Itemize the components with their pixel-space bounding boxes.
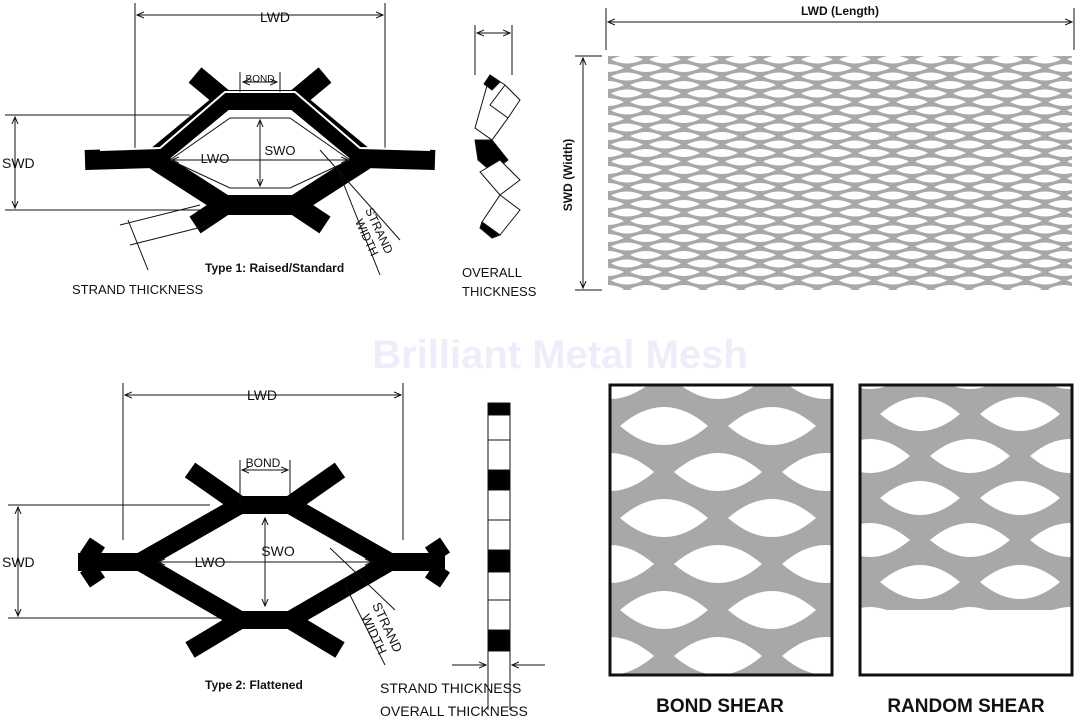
sheet-width-label: SWD (Width)	[561, 139, 575, 212]
random-shear-label: RANDOM SHEAR	[887, 696, 1045, 717]
type1-bond-label: BOND	[246, 74, 275, 85]
type1-diagram	[5, 3, 521, 276]
type1-swo-label: SWO	[264, 143, 295, 158]
type1-strand-thickness-label: STRAND THICKNESS	[72, 282, 204, 297]
type2-strand-thickness-label: STRAND THICKNESS	[380, 680, 521, 696]
bond-shear-panel	[608, 383, 834, 677]
type1-overall-label-2: THICKNESS	[462, 284, 537, 299]
sheet-length-label: LWD (Length)	[801, 4, 879, 18]
type1-overall-label: OVERALL	[462, 265, 522, 280]
expanded-mesh-sheet	[608, 56, 1072, 290]
bond-shear-label: BOND SHEAR	[656, 696, 784, 717]
type1-lwd-label: LWD	[260, 9, 290, 25]
type2-lwo-label: LWO	[195, 554, 226, 570]
type2-swd-label: SWD	[2, 554, 35, 570]
sheet-diagram	[575, 8, 1075, 291]
type2-swo-label: SWO	[261, 543, 295, 559]
watermark: Brilliant Metal Mesh	[372, 333, 748, 377]
type1-caption: Type 1: Raised/Standard	[205, 261, 344, 275]
type2-overall-thickness-label: OVERALL THICKNESS	[380, 703, 528, 719]
type2-caption: Type 2: Flattened	[205, 678, 303, 692]
type2-diagram	[8, 383, 545, 710]
type2-bond-label: BOND	[246, 456, 281, 470]
random-shear-panel	[858, 383, 1074, 677]
type2-lwd-label: LWD	[247, 387, 277, 403]
type1-swd-label: SWD	[2, 155, 35, 171]
type1-lwo-label: LWO	[201, 151, 230, 166]
